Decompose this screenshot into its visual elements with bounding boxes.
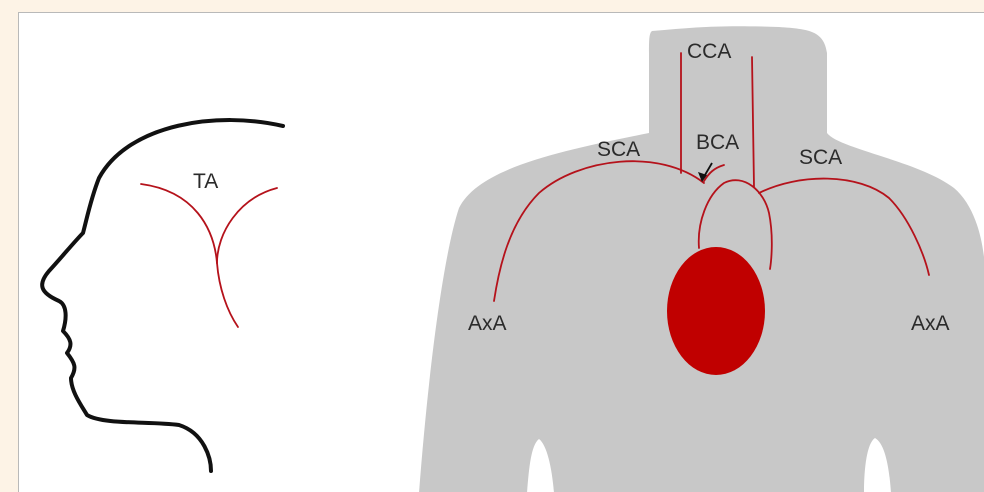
label-bca: BCA [696,131,739,154]
heart [667,247,765,375]
label-cca: CCA [687,40,731,63]
label-sca-right: SCA [799,146,842,169]
head-profile-outline [42,120,283,471]
label-axa-right: AxA [911,312,950,335]
temporal-artery-left-branch [141,184,217,263]
label-sca-left: SCA [597,138,640,161]
vascular-diagram: TA CCA SCA BCA SCA AxA AxA [19,13,984,492]
label-ta: TA [193,170,218,193]
label-axa-left: AxA [468,312,507,335]
figure-frame: TA CCA SCA BCA SCA AxA AxA [18,12,984,492]
temporal-artery-right-branch [217,188,277,263]
temporal-artery-trunk [217,263,238,327]
